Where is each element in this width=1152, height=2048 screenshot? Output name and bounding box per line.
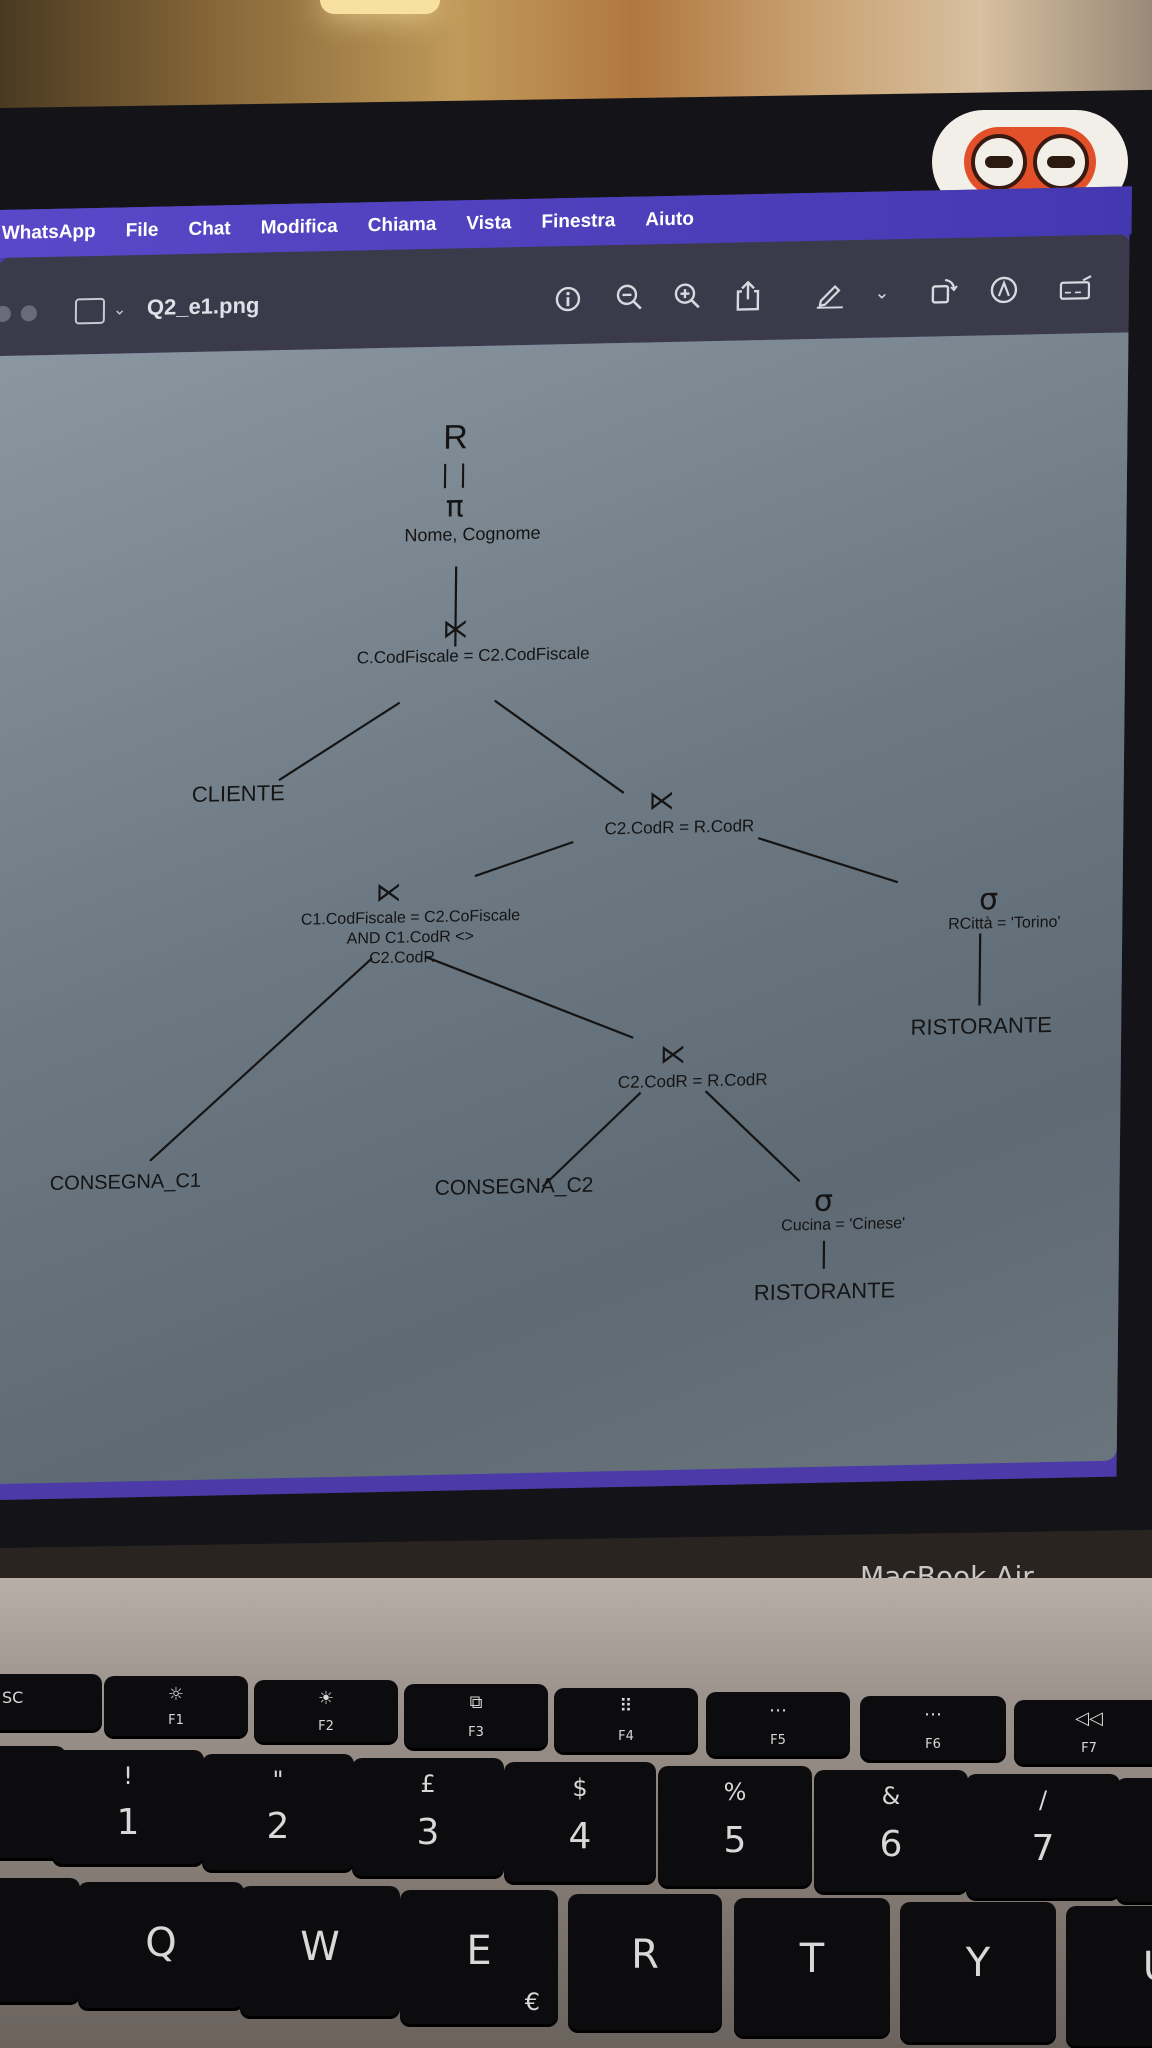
- key-2[interactable]: " 2: [202, 1754, 354, 1870]
- join-condition-3-line3: C2.CodR: [369, 948, 436, 968]
- menu-item-chat[interactable]: Chat: [188, 218, 231, 241]
- brightness-up-icon: ☀: [317, 1688, 335, 1709]
- webcam-cover-sticker: [964, 127, 1096, 197]
- window-dot[interactable]: [20, 305, 37, 322]
- key-r[interactable]: R: [568, 1894, 722, 2030]
- relation-cliente: CLIENTE: [191, 780, 285, 807]
- markup-icon[interactable]: [987, 273, 1021, 308]
- selection-symbol: σ: [813, 1183, 834, 1219]
- eye-icon: [1033, 134, 1089, 190]
- keyboard-light-up-icon: ⋯: [924, 1704, 942, 1725]
- key-f4[interactable]: ⠿ F4: [554, 1688, 698, 1752]
- semijoin-symbol: ⋉: [648, 785, 675, 817]
- edge-join3-join4: [425, 956, 634, 1039]
- key-6[interactable]: & 6: [814, 1770, 968, 1892]
- projection-symbol: π: [445, 489, 465, 525]
- key-8[interactable]: [1116, 1778, 1152, 1902]
- semijoin-symbol: ⋉: [659, 1039, 687, 1071]
- key-f3[interactable]: ⧉ F3: [404, 1684, 548, 1748]
- join-condition-2: C2.CodR = R.CodR: [604, 816, 755, 839]
- key-f6[interactable]: ⋯ F6: [860, 1696, 1006, 1760]
- menu-item-whatsapp[interactable]: WhatsApp: [1, 220, 96, 244]
- selection-symbol: σ: [978, 882, 999, 918]
- key-4[interactable]: $ 4: [504, 1762, 656, 1882]
- key-7[interactable]: / 7: [966, 1774, 1120, 1898]
- launchpad-icon: ⠿: [619, 1696, 633, 1717]
- selection-condition-2: Cucina = 'Cinese': [781, 1215, 906, 1235]
- selection-condition-1: RCittà = 'Torino': [948, 913, 1061, 934]
- zoom-in-icon[interactable]: [671, 279, 705, 314]
- key-f2[interactable]: ☀ F2: [254, 1680, 398, 1742]
- window-dot[interactable]: [0, 305, 11, 323]
- pencil-icon[interactable]: [813, 276, 847, 311]
- relation-consegna-c2: CONSEGNA_C2: [434, 1173, 594, 1200]
- menu-item-file[interactable]: File: [125, 219, 159, 242]
- edge-join4-consegna-c2: [541, 1091, 642, 1188]
- laptop-screen: WhatsApp File Chat Modifica Chiama Vista…: [0, 186, 1133, 1501]
- key-u[interactable]: U: [1066, 1906, 1152, 2046]
- key-f1[interactable]: ☼ F1: [104, 1676, 248, 1736]
- chevron-down-icon[interactable]: ⌄: [874, 281, 890, 303]
- relational-algebra-tree: R | | π Nome, Cognome ⋉ C.CodFiscale = C…: [0, 332, 1129, 1485]
- edge-join3-consegna-c1: [149, 957, 373, 1162]
- relation-ristorante-1: RISTORANTE: [910, 1011, 1053, 1040]
- assignment-symbol: | |: [441, 458, 469, 489]
- key-t[interactable]: T: [734, 1898, 890, 2036]
- zoom-out-icon[interactable]: [613, 280, 647, 315]
- sidebar-toggle-icon[interactable]: [74, 297, 106, 325]
- join-condition-4: C2.CodR = R.CodR: [617, 1069, 768, 1093]
- key-5[interactable]: % 5: [658, 1766, 812, 1886]
- key-w[interactable]: W: [240, 1886, 400, 2016]
- key-1[interactable]: ! 1: [52, 1750, 204, 1864]
- chevron-down-icon[interactable]: ⌄: [112, 301, 127, 319]
- edge-select1-ristorante: [978, 933, 982, 1006]
- key-y[interactable]: Y: [900, 1902, 1056, 2042]
- join-condition-3-line2: AND C1.CodR <>: [346, 928, 474, 948]
- brightness-down-icon: ☼: [167, 1684, 185, 1705]
- edge-projection-join1: [454, 566, 458, 647]
- semijoin-symbol: ⋉: [375, 877, 402, 909]
- edge-join2-select1: [757, 837, 899, 884]
- rotate-icon[interactable]: [927, 274, 961, 309]
- semijoin-symbol: ⋉: [442, 614, 469, 645]
- window-filename: Q2_e1.png: [146, 292, 260, 320]
- keyboard-light-down-icon: ⋯: [769, 1700, 787, 1721]
- key-f7[interactable]: ◁◁ F7: [1014, 1700, 1152, 1764]
- preview-titlebar: ⌄ Q2_e1.png ⌄: [0, 234, 1130, 357]
- menu-item-aiuto[interactable]: Aiuto: [645, 208, 695, 231]
- relation-ristorante-2: RISTORANTE: [753, 1277, 896, 1306]
- mission-control-icon: ⧉: [469, 1692, 483, 1713]
- key-q[interactable]: Q: [78, 1882, 244, 2008]
- edge-join4-select2: [704, 1090, 801, 1183]
- menu-item-modifica[interactable]: Modifica: [260, 215, 338, 239]
- rewind-icon: ◁◁: [1075, 1708, 1103, 1729]
- key-tab[interactable]: [0, 1878, 80, 2002]
- info-icon[interactable]: [551, 282, 585, 317]
- key-escape[interactable]: SC: [0, 1674, 102, 1730]
- menu-item-vista[interactable]: Vista: [466, 212, 512, 235]
- edge-join2-join3: [474, 840, 574, 878]
- eye-icon: [971, 134, 1027, 190]
- menu-item-chiama[interactable]: Chiama: [367, 213, 437, 237]
- signature-icon[interactable]: [1059, 271, 1093, 306]
- tree-edges: [149, 566, 982, 1269]
- edge-join1-cliente: [278, 701, 401, 782]
- relation-consegna-c1: CONSEGNA_C1: [49, 1169, 202, 1195]
- share-icon[interactable]: [731, 278, 765, 313]
- menu-item-finestra[interactable]: Finestra: [541, 210, 616, 233]
- key-e[interactable]: E €: [400, 1890, 558, 2024]
- edge-join1-join2: [494, 699, 625, 794]
- keyboard-deck: SC ☼ F1 ☀ F2 ⧉ F3 ⠿ F4 ⋯ F5 ⋯ F6 ◁◁ F7 !…: [0, 1578, 1152, 2048]
- key-f5[interactable]: ⋯ F5: [706, 1692, 850, 1756]
- projection-attributes: Nome, Cognome: [404, 522, 541, 546]
- result-relation: R: [443, 418, 468, 457]
- euro-symbol: €: [524, 1988, 540, 2016]
- key-3[interactable]: £ 3: [352, 1758, 504, 1876]
- lamp: [320, 0, 440, 14]
